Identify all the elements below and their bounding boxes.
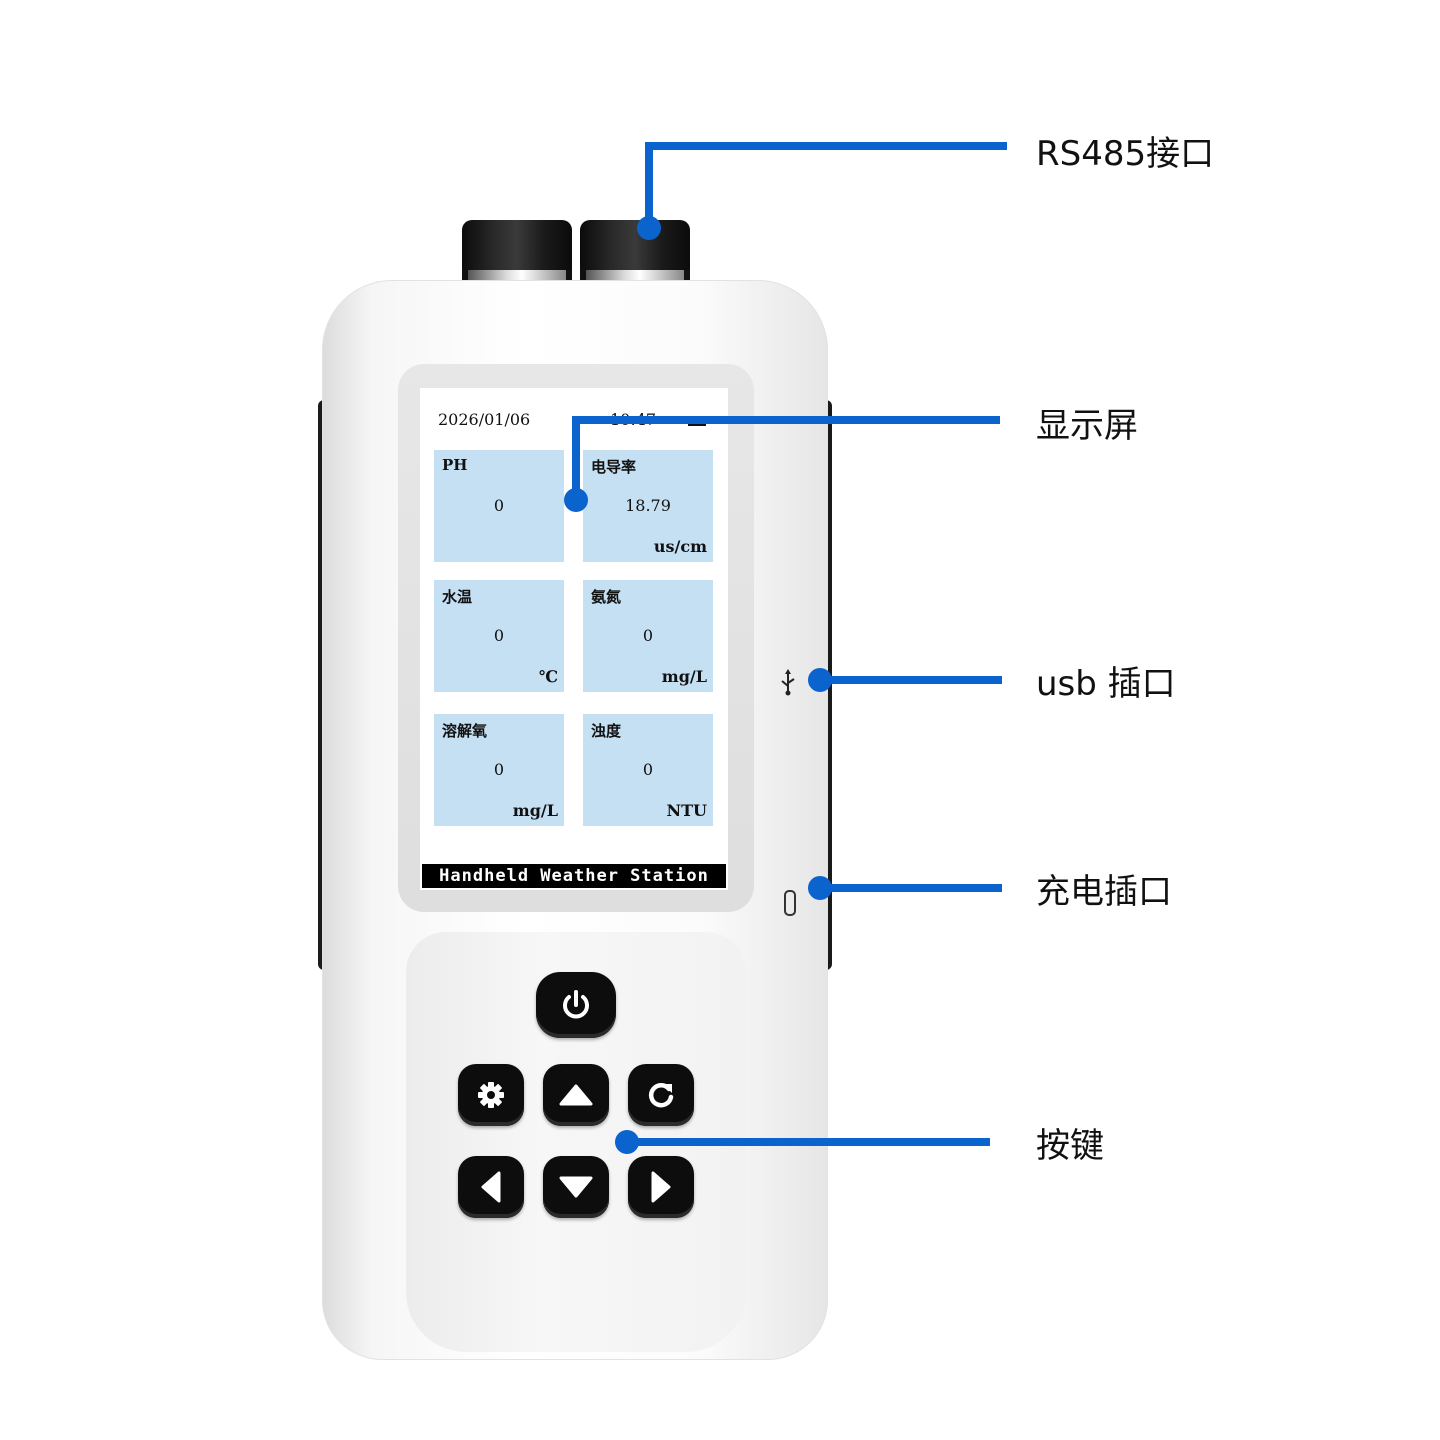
display-leader-horizontal [572,416,1000,424]
charge-port-icon [784,890,796,916]
usb-callout-label: usb 插口 [1036,664,1176,704]
power-icon [563,990,589,1019]
tile-unit: mg/L [512,801,558,820]
tile-value: 0 [493,626,505,645]
tile-dissolved-oxygen[interactable]: 溶解氧 0 mg/L [434,714,564,826]
tile-value: 0 [493,760,505,779]
triangle-down-icon [559,1176,593,1198]
tile-unit: NTU [666,801,707,820]
tile-value: 0 [642,626,654,645]
tile-water-temp[interactable]: 水温 0 ℃ [434,580,564,692]
rs485-leader-vertical [645,142,653,228]
keys-callout-label: 按键 [1036,1126,1104,1166]
usb-leader [820,676,1002,684]
rs485-callout-label: RS485接口 [1036,134,1215,174]
tile-ph[interactable]: PH 0 [434,450,564,562]
charge-callout-label: 充电插口 [1036,872,1172,912]
up-button[interactable] [543,1064,609,1126]
keys-leader [627,1138,990,1146]
display-callout-label: 显示屏 [1036,406,1138,446]
refresh-icon [648,1083,674,1108]
triangle-up-icon [559,1084,593,1106]
tile-unit: us/cm [653,537,707,556]
footer-title-bar: Handheld Weather Station [422,864,726,888]
display-screen: 2026/01/06 10:47 PH 0 电导率 18.79 us/cm 水温… [420,388,728,890]
triangle-right-icon [651,1171,671,1203]
display-callout-dot [564,488,588,512]
battery-icon [688,422,706,426]
tile-unit: ℃ [538,667,558,686]
usb-icon [781,669,795,696]
tile-label: 电导率 [591,458,637,476]
tile-label: 溶解氧 [442,722,488,740]
tile-label: PH [442,456,468,474]
tile-unit: mg/L [661,667,707,686]
gear-icon [478,1082,504,1108]
refresh-button[interactable] [628,1064,694,1126]
left-button[interactable] [458,1156,524,1218]
date-text: 2026/01/06 [438,410,531,429]
settings-button[interactable] [458,1064,524,1126]
power-button[interactable] [536,972,616,1038]
rs485-callout-dot [637,216,661,240]
down-button[interactable] [543,1156,609,1218]
tile-conductivity[interactable]: 电导率 18.79 us/cm [583,450,713,562]
tile-value: 18.79 [625,496,671,515]
tile-value: 0 [642,760,654,779]
rs485-leader-horizontal [645,142,1007,150]
tile-turbidity[interactable]: 浊度 0 NTU [583,714,713,826]
right-button[interactable] [628,1156,694,1218]
tile-ammonia[interactable]: 氨氮 0 mg/L [583,580,713,692]
triangle-left-icon [481,1171,501,1203]
charge-leader [820,884,1002,892]
tile-label: 氨氮 [591,588,622,606]
display-leader-vertical [572,416,580,500]
tile-label: 水温 [442,588,473,606]
tile-label: 浊度 [591,722,622,740]
tile-value: 0 [493,496,505,515]
